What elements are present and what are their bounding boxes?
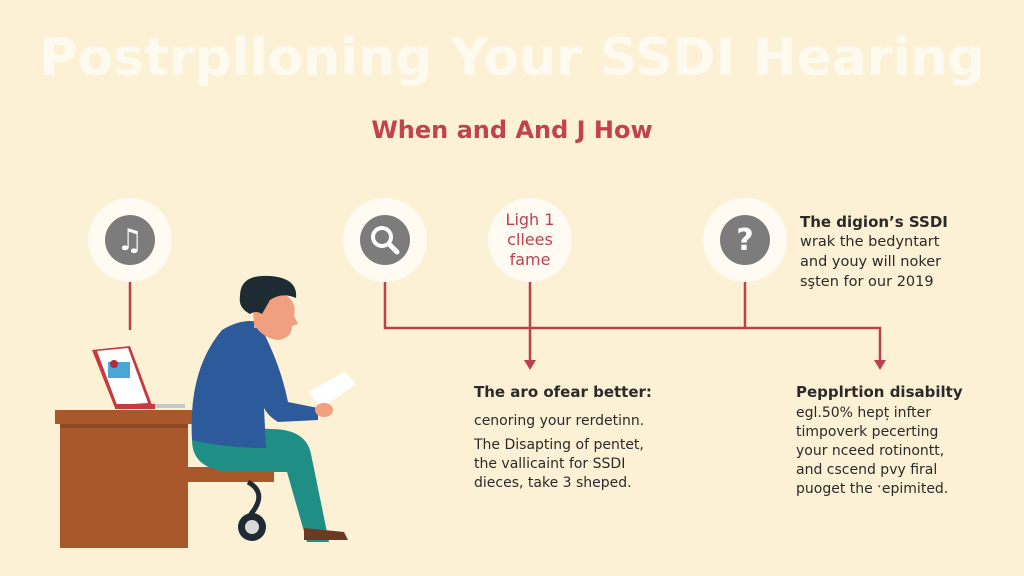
question-icon: ? [720, 215, 770, 265]
right-box-line: puoget the ˑepimited. [796, 481, 949, 497]
node-text-line: fame [509, 250, 551, 269]
page-title: Postrplloning Your SSDI Hearing [39, 28, 985, 88]
top-note-line: wrak the bedyntart [800, 234, 940, 250]
node-text-line: Ligh 1 [505, 210, 555, 229]
node-text-line: cllees [507, 230, 553, 249]
arrow-head [524, 360, 536, 370]
page-subtitle: When and And J How [371, 116, 653, 144]
left-info-box: The aro ofear better: cenoring your rerd… [474, 383, 652, 493]
right-box-line: and cscend pvy firal [796, 462, 938, 478]
person-at-desk-illustration [55, 275, 356, 548]
search-node [343, 198, 427, 282]
right-box-line: timpoverk pecerting [796, 424, 939, 440]
top-note-line: and youy will noker [800, 254, 942, 270]
music-node: ♫ [88, 198, 172, 282]
right-info-box: Pepplrtion disabilty egl.50% hepț infte… [796, 383, 963, 499]
left-box-line: the vallicaint for SSDI [474, 456, 626, 472]
left-box-line: The Disapting of pentet, [474, 437, 644, 453]
left-box-heading: The aro ofear better: [474, 383, 652, 401]
top-note: The digion’s SSDI wrak the bedyntart and… [800, 212, 948, 292]
right-box-line: egl.50% hepț infter [796, 405, 932, 421]
left-box-line: cenoring your rerdetinn. [474, 413, 645, 429]
music-note-icon: ♫ [105, 215, 155, 265]
top-note-line: The digion’s SSDI [800, 213, 948, 231]
text-node: Ligh 1 cllees fame [488, 198, 572, 282]
right-box-heading: Pepplrtion disabilty [796, 383, 963, 401]
question-node: ? [703, 198, 787, 282]
arrow-head [874, 360, 886, 370]
top-note-line: sşten for our 2019 [800, 274, 934, 290]
left-box-line: dieces, take 3 sheped. [474, 475, 632, 491]
right-box-line: your nceed rotinontt, [796, 443, 945, 459]
search-icon [360, 215, 410, 265]
